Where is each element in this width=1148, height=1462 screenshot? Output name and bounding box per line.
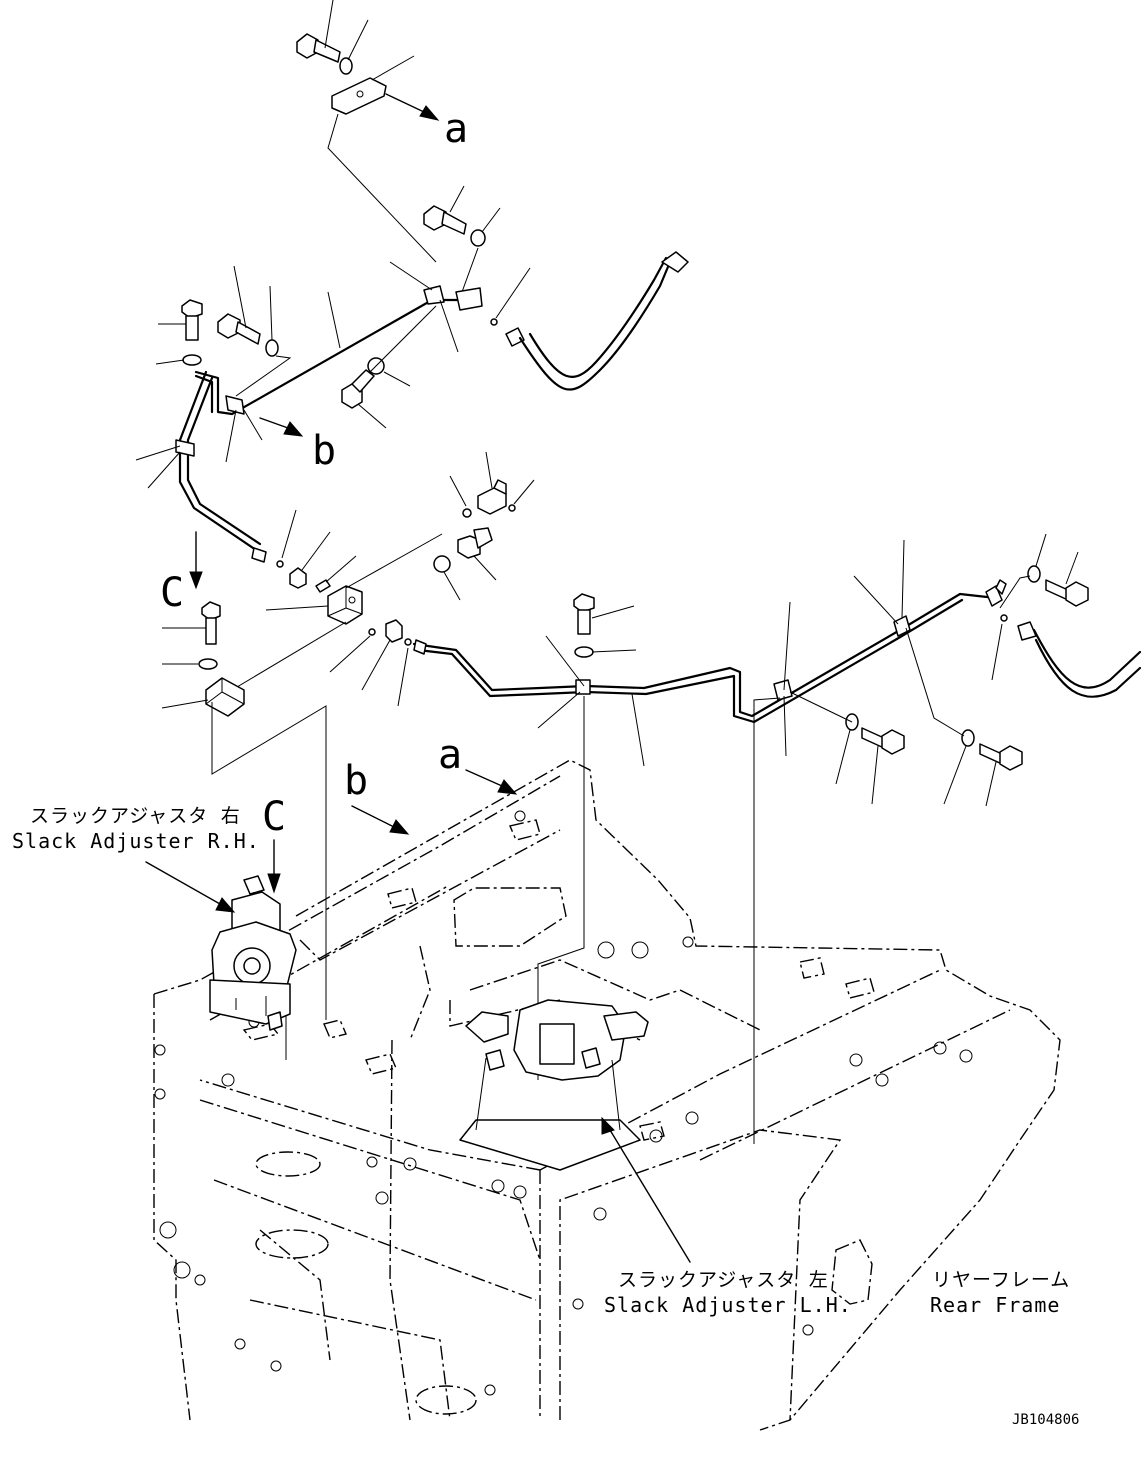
o-ring-icon xyxy=(462,508,472,518)
tube-clamp-icon xyxy=(773,679,793,701)
o-ring-icon xyxy=(404,638,412,646)
rear-frame-en: Rear Frame xyxy=(930,1293,1060,1317)
bolt-icon xyxy=(457,527,493,559)
fitting-icon xyxy=(413,639,427,655)
mounting-boss-icon xyxy=(154,810,973,1396)
washer-icon xyxy=(339,57,353,75)
bolt-icon xyxy=(296,33,341,63)
o-ring-icon xyxy=(490,318,498,326)
view-label-b-frame: b xyxy=(344,758,368,804)
view-label-c-frame: C xyxy=(262,794,286,840)
rear-frame xyxy=(153,759,1061,1431)
connector-icon xyxy=(423,285,483,311)
junction-block-icon xyxy=(327,585,363,625)
connector-icon xyxy=(985,579,1007,607)
washer-icon xyxy=(470,229,486,247)
bolt-icon xyxy=(423,205,467,235)
bolt-icon xyxy=(341,369,375,409)
washer-icon xyxy=(961,729,975,747)
view-label-a: a xyxy=(444,106,468,152)
bolt-icon xyxy=(217,313,261,345)
drawing-code: JB104806 xyxy=(1012,1412,1079,1428)
view-label-b: b xyxy=(312,428,336,474)
brake-tube-lower xyxy=(412,579,1007,724)
washer-icon xyxy=(265,339,279,357)
slack-adjuster-lh xyxy=(459,999,649,1171)
hose-right xyxy=(1017,621,1142,698)
slack-adjuster-rh xyxy=(209,875,297,1031)
bolt-icon xyxy=(573,593,595,635)
bolt-icon xyxy=(1045,579,1089,607)
washer-icon xyxy=(1027,565,1041,583)
bolt-icon xyxy=(979,743,1023,771)
tee-fitting-icon xyxy=(477,479,507,515)
brake-tube-upper xyxy=(175,285,483,563)
o-ring-icon xyxy=(508,504,516,512)
nut-icon xyxy=(289,567,307,589)
view-label-a-frame: a xyxy=(438,732,462,778)
washer-icon xyxy=(433,555,451,573)
slack-adjuster-rh-jp: スラックアジャスタ 右 xyxy=(30,805,241,827)
washer-icon xyxy=(574,646,594,658)
bracket-icon xyxy=(205,677,245,717)
fitting-icon xyxy=(251,547,267,563)
hose-upper xyxy=(505,251,689,391)
washer-icon xyxy=(182,354,202,366)
slack-adjuster-lh-jp: スラックアジャスタ 左 xyxy=(618,1269,829,1291)
rear-frame-jp: リヤーフレーム xyxy=(932,1269,1070,1291)
clamp-plate-icon xyxy=(331,77,387,115)
tube-clamp-icon xyxy=(225,395,245,415)
washer-icon xyxy=(198,658,218,670)
top-bolt-group xyxy=(296,0,440,121)
gasket-icon xyxy=(315,579,331,593)
nut-icon xyxy=(385,619,403,643)
bolt-icon xyxy=(201,601,221,645)
frame-block-icon xyxy=(242,819,875,1141)
tube-clamp-icon xyxy=(175,439,195,457)
o-ring-icon xyxy=(276,560,284,568)
o-ring-icon xyxy=(1000,614,1008,622)
view-label-c: C xyxy=(160,570,184,616)
slack-adjuster-lh-en: Slack Adjuster L.H. xyxy=(604,1293,852,1317)
bolt-icon xyxy=(861,727,905,755)
bolt-icon xyxy=(181,299,203,341)
tube-clamp-icon xyxy=(575,679,591,695)
slack-adjuster-rh-en: Slack Adjuster R.H. xyxy=(12,829,260,853)
o-ring-icon xyxy=(368,628,376,636)
